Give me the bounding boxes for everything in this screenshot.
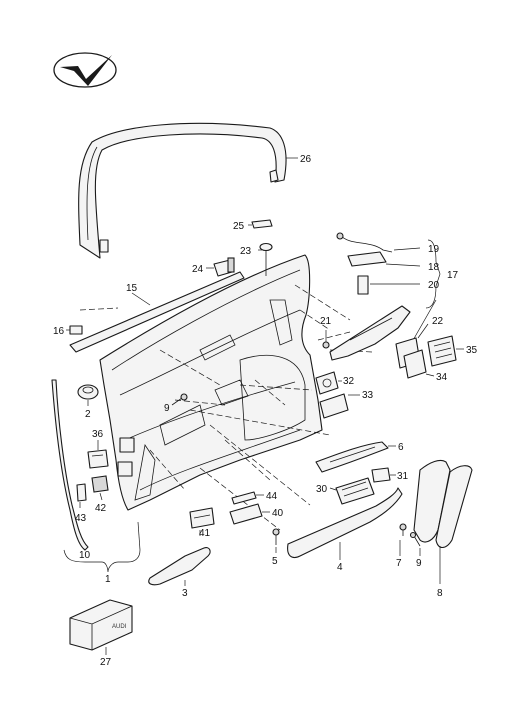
screw-part [171,393,188,406]
insert-part [76,483,87,508]
pad-part [357,275,420,295]
storage-pad [229,503,270,525]
round-switch-part [77,384,99,406]
callout-17: 17 [447,270,459,281]
callout-10: 10 [79,550,91,561]
callout-35: 35 [466,345,478,356]
armrest [287,487,403,560]
callout-9a: 9 [164,403,170,414]
hinge-bracket [206,257,235,277]
door-trim-panel [99,254,323,511]
dashed-leaders [149,284,373,531]
group-bracket-17 [425,239,441,309]
seal-strip [51,379,89,551]
callout-33: 33 [362,390,374,401]
callout-27: 27 [100,657,112,668]
switch-41 [189,507,215,536]
svg-text:AUDI: AUDI [112,624,127,630]
callout-32: 32 [343,376,355,387]
switch-unit [87,440,109,469]
callout-6: 6 [398,442,404,453]
callout-25: 25 [233,221,245,232]
small-switch [91,475,109,501]
bolt-5 [272,528,280,553]
callout-36: 36 [92,429,104,440]
callout-1: 1 [105,574,111,585]
callout-41: 41 [199,528,211,539]
push-clip [258,242,273,276]
callout-22: 22 [432,316,444,327]
lock-switch [319,393,360,419]
trim-strip [69,271,245,353]
callout-7: 7 [396,558,402,569]
callout-labels: 26 25 23 24 15 16 19 18 17 20 21 22 35 3… [53,154,478,668]
callout-26: 26 [300,154,312,165]
callout-8: 8 [437,588,443,599]
mirror-switch [315,371,342,395]
callout-5: 5 [272,556,278,567]
kit-box: AUDI [69,599,133,655]
callout-34: 34 [436,372,448,383]
callout-24: 24 [192,264,204,275]
plate-part [347,251,421,267]
callout-30: 30 [316,484,328,495]
cable-part [336,232,421,253]
cover-44 [231,491,264,505]
clip-part [66,325,83,335]
door-pull-handle [413,459,473,584]
window-switch-single [371,467,396,483]
checkmark-logo [53,52,117,88]
handle-bracket [315,441,396,473]
callout-19: 19 [428,244,440,255]
window-frame-trim [78,122,298,259]
callout-3: 3 [182,588,188,599]
callout-42: 42 [95,503,107,514]
callout-43: 43 [75,513,87,524]
armrest-frame [322,305,411,361]
callout-44: 44 [266,491,278,502]
bolt-part [248,219,273,229]
callout-9b: 9 [416,558,422,569]
assembly-bracket [63,521,141,573]
callout-18: 18 [428,262,440,273]
callout-15: 15 [126,283,138,294]
callout-20: 20 [428,280,440,291]
callout-31: 31 [397,471,409,482]
switch-panel [427,335,464,367]
callout-40: 40 [272,508,284,519]
callout-23: 23 [240,246,252,257]
window-switch-block [329,477,375,505]
callout-21: 21 [320,316,332,327]
callout-4: 4 [337,562,343,573]
bolt-7 [399,523,407,556]
small-trim [403,349,435,379]
callout-2: 2 [85,409,91,420]
door-pocket [148,547,211,586]
screw-lower [409,531,421,556]
callout-16: 16 [53,326,65,337]
